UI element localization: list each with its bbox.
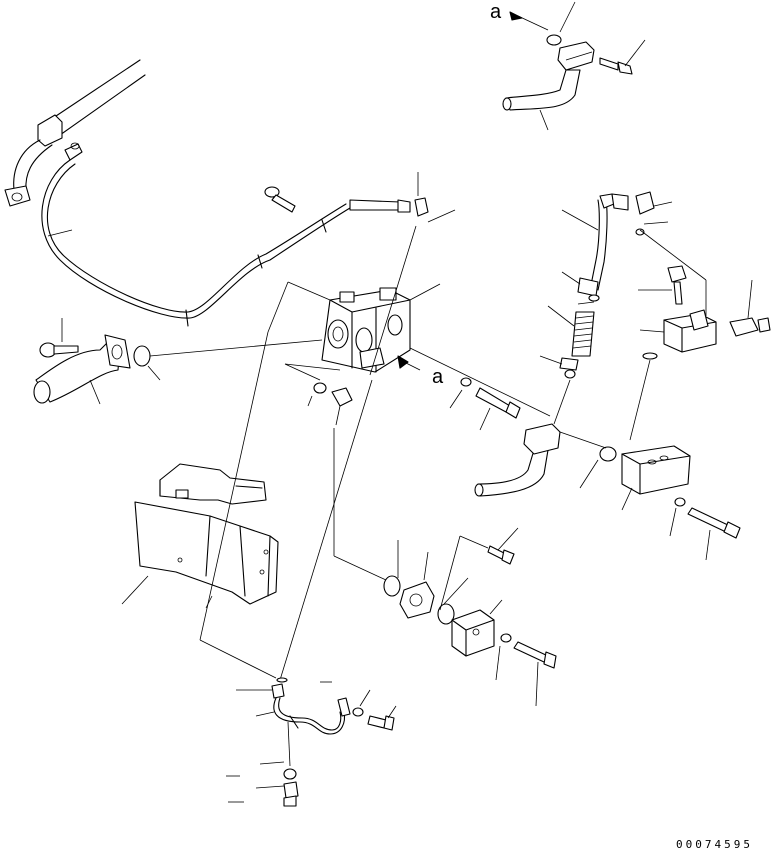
center-long-bolt bbox=[475, 387, 521, 419]
bottom-washer bbox=[500, 633, 512, 643]
lower-elbow-tube bbox=[474, 423, 561, 497]
guard-plate-bracket bbox=[134, 463, 279, 605]
bottom-flange-block bbox=[451, 609, 495, 657]
bottom-small-tube bbox=[271, 683, 351, 735]
lower-right-valve-block bbox=[621, 445, 691, 495]
clamp-bolt-upper bbox=[264, 186, 296, 213]
bottom-split-flange bbox=[399, 581, 435, 619]
spring-o-ring bbox=[564, 369, 576, 379]
coil-spring bbox=[571, 311, 595, 357]
spring-seat bbox=[559, 357, 579, 371]
bottom-union-bolt bbox=[283, 781, 299, 807]
tube-sleeve bbox=[577, 277, 599, 297]
reference-mark-center: a bbox=[432, 366, 444, 388]
bottom-short-bolt bbox=[487, 545, 515, 565]
lower-right-o-ring bbox=[599, 446, 617, 462]
reference-mark-top: a bbox=[490, 1, 502, 23]
left-flange-bolt bbox=[39, 342, 79, 358]
bottom-long-bolt bbox=[513, 641, 557, 669]
switch-block bbox=[663, 309, 717, 353]
bottom-o-ring-2 bbox=[437, 603, 455, 625]
drawing-number: 00074595 bbox=[676, 838, 753, 851]
block-washer bbox=[674, 497, 686, 507]
bottom-tube-washer bbox=[352, 707, 364, 717]
valve-o-ring bbox=[313, 382, 327, 394]
center-washer bbox=[460, 377, 472, 387]
main-valve-block bbox=[321, 287, 411, 373]
top-left-tube-assembly bbox=[4, 59, 146, 207]
left-flanged-elbow bbox=[33, 334, 131, 404]
right-o-ring-small bbox=[635, 228, 645, 236]
top-right-elbow-pipe bbox=[502, 41, 595, 111]
bottom-tube-o-ring bbox=[276, 677, 288, 683]
pressure-switch bbox=[729, 317, 771, 337]
upper-elbow-fitting bbox=[414, 197, 429, 217]
top-right-bolt bbox=[599, 57, 633, 75]
top-left-hose bbox=[41, 142, 411, 327]
top-right-o-ring bbox=[546, 34, 562, 46]
bottom-union-washer bbox=[283, 768, 297, 780]
tube-ring bbox=[588, 294, 600, 302]
block-o-ring bbox=[642, 352, 658, 360]
bottom-tube-bolt bbox=[367, 715, 395, 731]
right-bent-tube bbox=[589, 193, 629, 291]
block-long-bolt bbox=[687, 507, 741, 539]
right-elbow-fitting bbox=[635, 191, 655, 215]
bottom-o-ring bbox=[383, 575, 401, 597]
left-o-ring bbox=[133, 345, 151, 367]
valve-plug bbox=[331, 387, 353, 407]
switch-bolt bbox=[667, 265, 687, 305]
